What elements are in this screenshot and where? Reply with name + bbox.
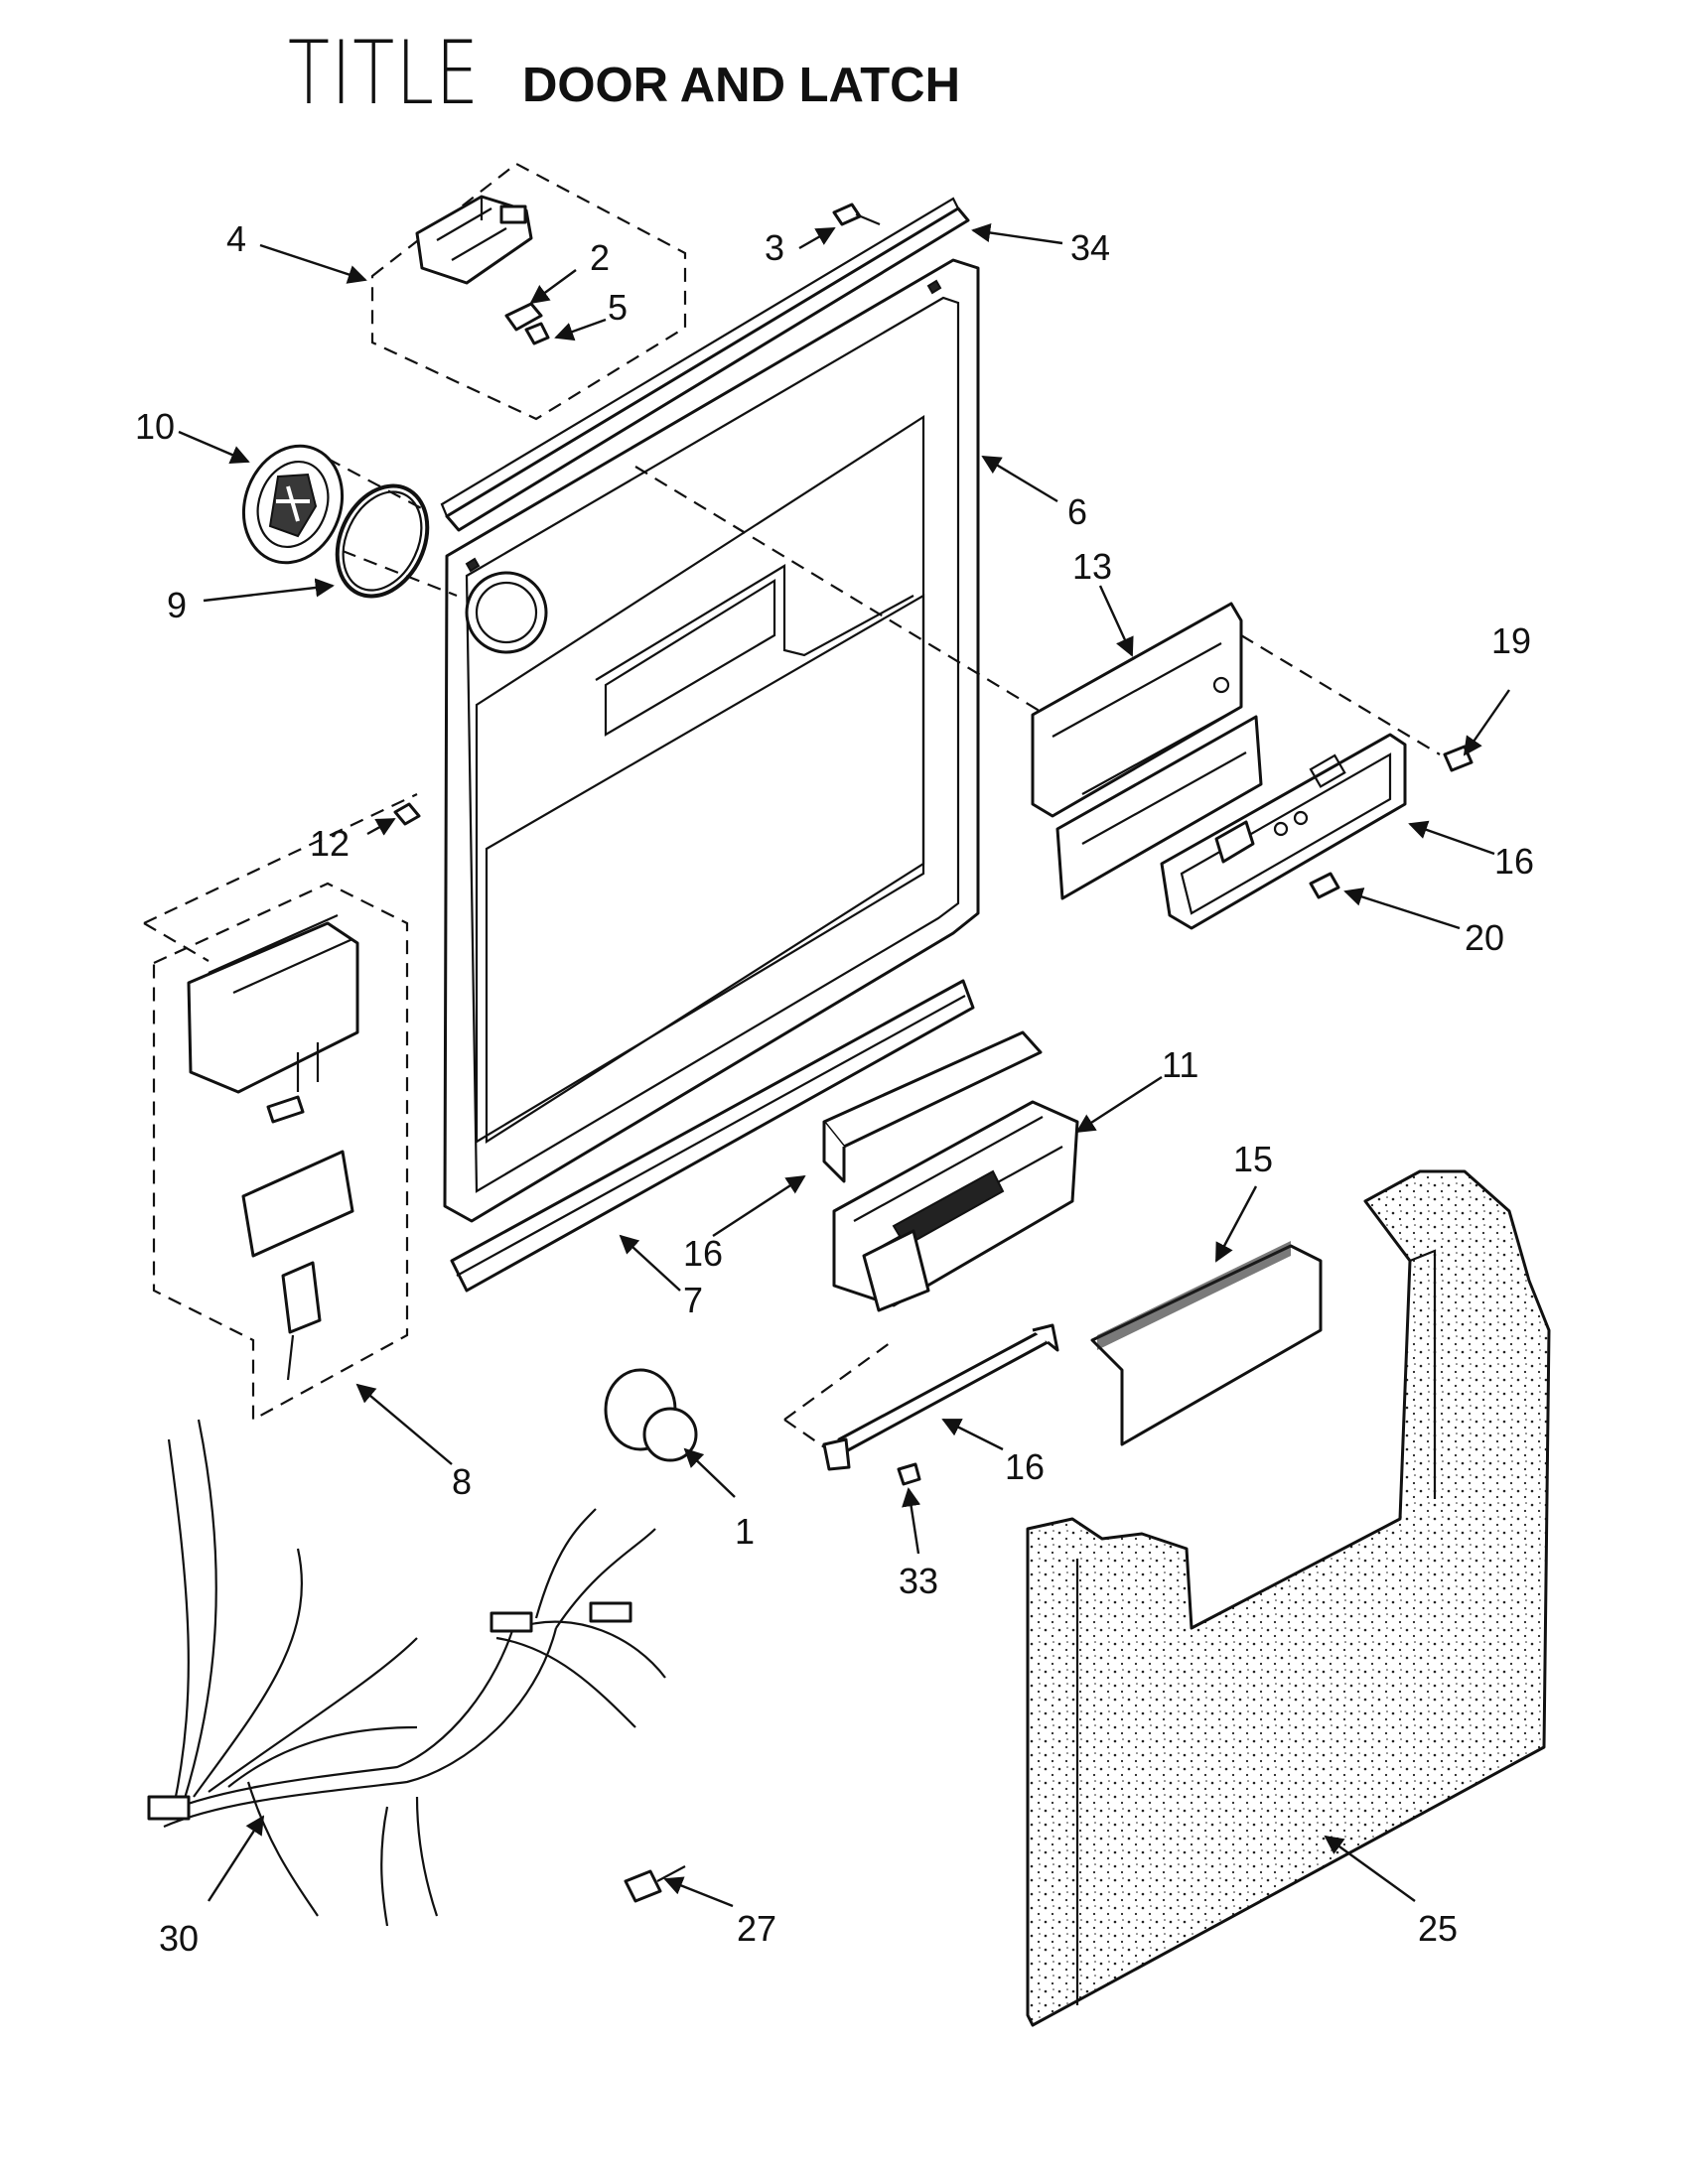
part-8-dispenser-assembly — [143, 793, 418, 1422]
callout-3: 3 — [765, 227, 784, 268]
callout-19: 16 — [1494, 841, 1534, 882]
callout-8: 8 — [452, 1461, 472, 1502]
part-6-inner-door — [443, 258, 980, 1223]
part-33-screw — [897, 1462, 921, 1486]
part-3-screw — [832, 203, 881, 226]
callout-16-upper: 16 — [683, 1233, 723, 1274]
callout-9: 9 — [167, 585, 187, 625]
part-1-knob — [604, 1368, 698, 1462]
callout-27: 27 — [737, 1908, 776, 1949]
callout-13: 13 — [1072, 546, 1112, 587]
callout-30: 30 — [159, 1918, 199, 1959]
part-19-control-panel — [1160, 733, 1407, 930]
callout-33: 33 — [899, 1561, 938, 1601]
part-4-latch-kit — [370, 162, 687, 421]
part-9-seal-ring — [335, 483, 430, 599]
callout-10: 10 — [135, 406, 175, 447]
callout-34: 34 — [1070, 227, 1110, 268]
part-30-wire-harness — [147, 1419, 666, 1927]
part-10-dispenser-cap — [241, 444, 345, 565]
callout-15: 12 — [310, 823, 350, 864]
part-16-lower-latch-bracket — [822, 1323, 1059, 1471]
callout-6: 6 — [1067, 491, 1087, 532]
callout-labels: 4 2 5 3 34 10 6 13 9 19 16 20 12 11 15 1… — [135, 218, 1534, 1959]
part-13-bracket — [1031, 602, 1263, 900]
page-title: DOOR AND LATCH — [522, 59, 960, 112]
part-16-upper-latch-bracket — [822, 1030, 1043, 1183]
callout-1: 1 — [735, 1511, 755, 1552]
callout-20: 19 — [1491, 620, 1531, 661]
part-7-lower-strip — [450, 979, 975, 1293]
callout-22: 20 — [1465, 917, 1504, 958]
callout-5: 5 — [608, 287, 628, 328]
part-27-connector — [624, 1865, 686, 1903]
callout-12: 15 — [1233, 1139, 1273, 1179]
callout-7: 7 — [683, 1280, 703, 1320]
part-12-insulation-pad — [1090, 1241, 1323, 1446]
callout-25: 25 — [1418, 1908, 1458, 1949]
callout-4: 4 — [226, 218, 246, 259]
leader-lines — [178, 222, 1510, 1908]
part-11-latch-assembly — [832, 1100, 1079, 1312]
callout-16-lower: 16 — [1005, 1446, 1045, 1487]
part-22-switch — [1309, 872, 1340, 899]
part-25-foam-insulation — [1026, 1169, 1551, 2027]
callout-2: 2 — [590, 237, 610, 278]
part-34-top-strip — [440, 197, 970, 532]
handwritten-title-label: TITLE — [288, 22, 481, 124]
part-15-clip — [393, 802, 421, 826]
callout-11: 11 — [1162, 1044, 1198, 1085]
